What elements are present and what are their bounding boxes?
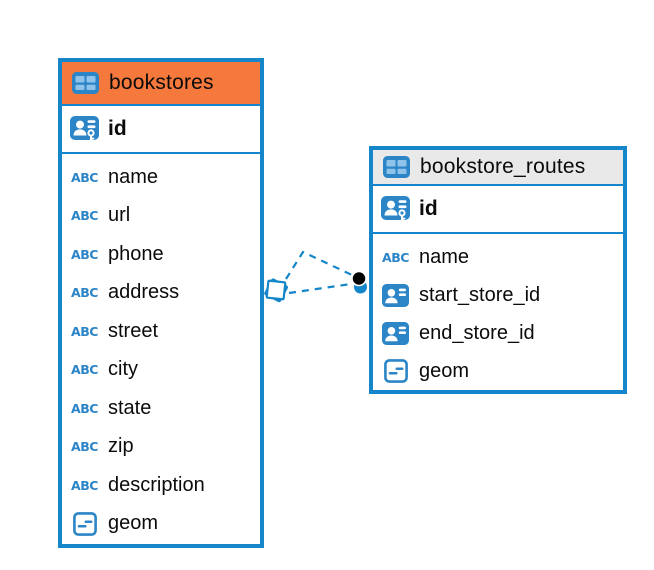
column-row-city[interactable]: ABC city [62,351,260,390]
geometry-icon [70,511,99,536]
text-type-icon: ABC [70,170,99,185]
column-row-street[interactable]: ABC street [62,312,260,351]
text-type-icon: ABC [70,285,99,300]
column-row-geom[interactable]: geom [373,352,623,390]
column-row-name[interactable]: ABC name [62,158,260,197]
column-name: city [108,358,138,381]
column-row-id[interactable]: id [373,186,623,232]
column-row-geom[interactable]: geom [62,505,260,544]
column-name: id [108,117,127,140]
column-name: street [108,319,159,342]
columns-section: ABC name start_store_id end_store_id geom [373,234,623,390]
abc-glyph: ABC [71,439,98,455]
table-icon [71,72,100,94]
text-type-icon: ABC [70,247,99,262]
table-icon [382,156,411,178]
column-name: name [108,165,159,188]
column-name: address [108,281,180,304]
text-type-icon: ABC [381,250,410,265]
abc-glyph: ABC [71,323,98,339]
text-type-icon: ABC [70,401,99,416]
primary-key-section: id [62,106,260,154]
column-name: geom [419,359,470,382]
column-name: url [108,204,131,227]
text-type-icon: ABC [70,478,99,493]
table-bookstore-routes[interactable]: bookstore_routes id ABC name start_store_… [369,146,627,394]
column-row-zip[interactable]: ABC zip [62,428,260,467]
table-header-bookstores[interactable]: bookstores [62,62,260,106]
column-row-name[interactable]: ABC name [373,238,623,276]
table-header-bookstore-routes[interactable]: bookstore_routes [373,150,623,186]
reference-icon [381,283,410,307]
relationship-line-upper [285,250,353,280]
reference-icon [381,321,410,345]
column-name: end_store_id [419,321,535,344]
abc-glyph: ABC [71,400,98,416]
column-name: phone [108,242,164,265]
column-name: geom [108,512,159,535]
column-name: state [108,396,152,419]
abc-glyph: ABC [382,249,409,265]
primary-key-icon [70,115,99,143]
column-row-url[interactable]: ABC url [62,197,260,236]
column-row-phone[interactable]: ABC phone [62,235,260,274]
many-end-marker [264,278,289,303]
column-row-id[interactable]: id [62,106,260,152]
column-name: name [419,245,470,268]
table-title: bookstores [109,71,214,94]
abc-glyph: ABC [71,362,98,378]
abc-glyph: ABC [71,246,98,262]
relationship-line-lower [288,282,352,295]
one-end-marker [351,270,367,294]
column-row-end_store_id[interactable]: end_store_id [373,314,623,352]
text-type-icon: ABC [70,208,99,223]
table-title: bookstore_routes [420,155,586,178]
abc-glyph: ABC [71,477,98,493]
text-type-icon: ABC [70,324,99,339]
primary-key-icon [381,195,410,223]
text-type-icon: ABC [70,362,99,377]
column-name: start_store_id [419,283,541,306]
column-row-state[interactable]: ABC state [62,389,260,428]
column-name: id [419,197,438,220]
column-name: zip [108,435,134,458]
abc-glyph: ABC [71,169,98,185]
abc-glyph: ABC [71,208,98,224]
column-row-start_store_id[interactable]: start_store_id [373,276,623,314]
geometry-icon [381,359,410,383]
primary-key-section: id [373,186,623,234]
column-name: description [108,473,205,496]
column-row-description[interactable]: ABC description [62,466,260,505]
column-row-address[interactable]: ABC address [62,274,260,313]
abc-glyph: ABC [71,285,98,301]
text-type-icon: ABC [70,439,99,454]
